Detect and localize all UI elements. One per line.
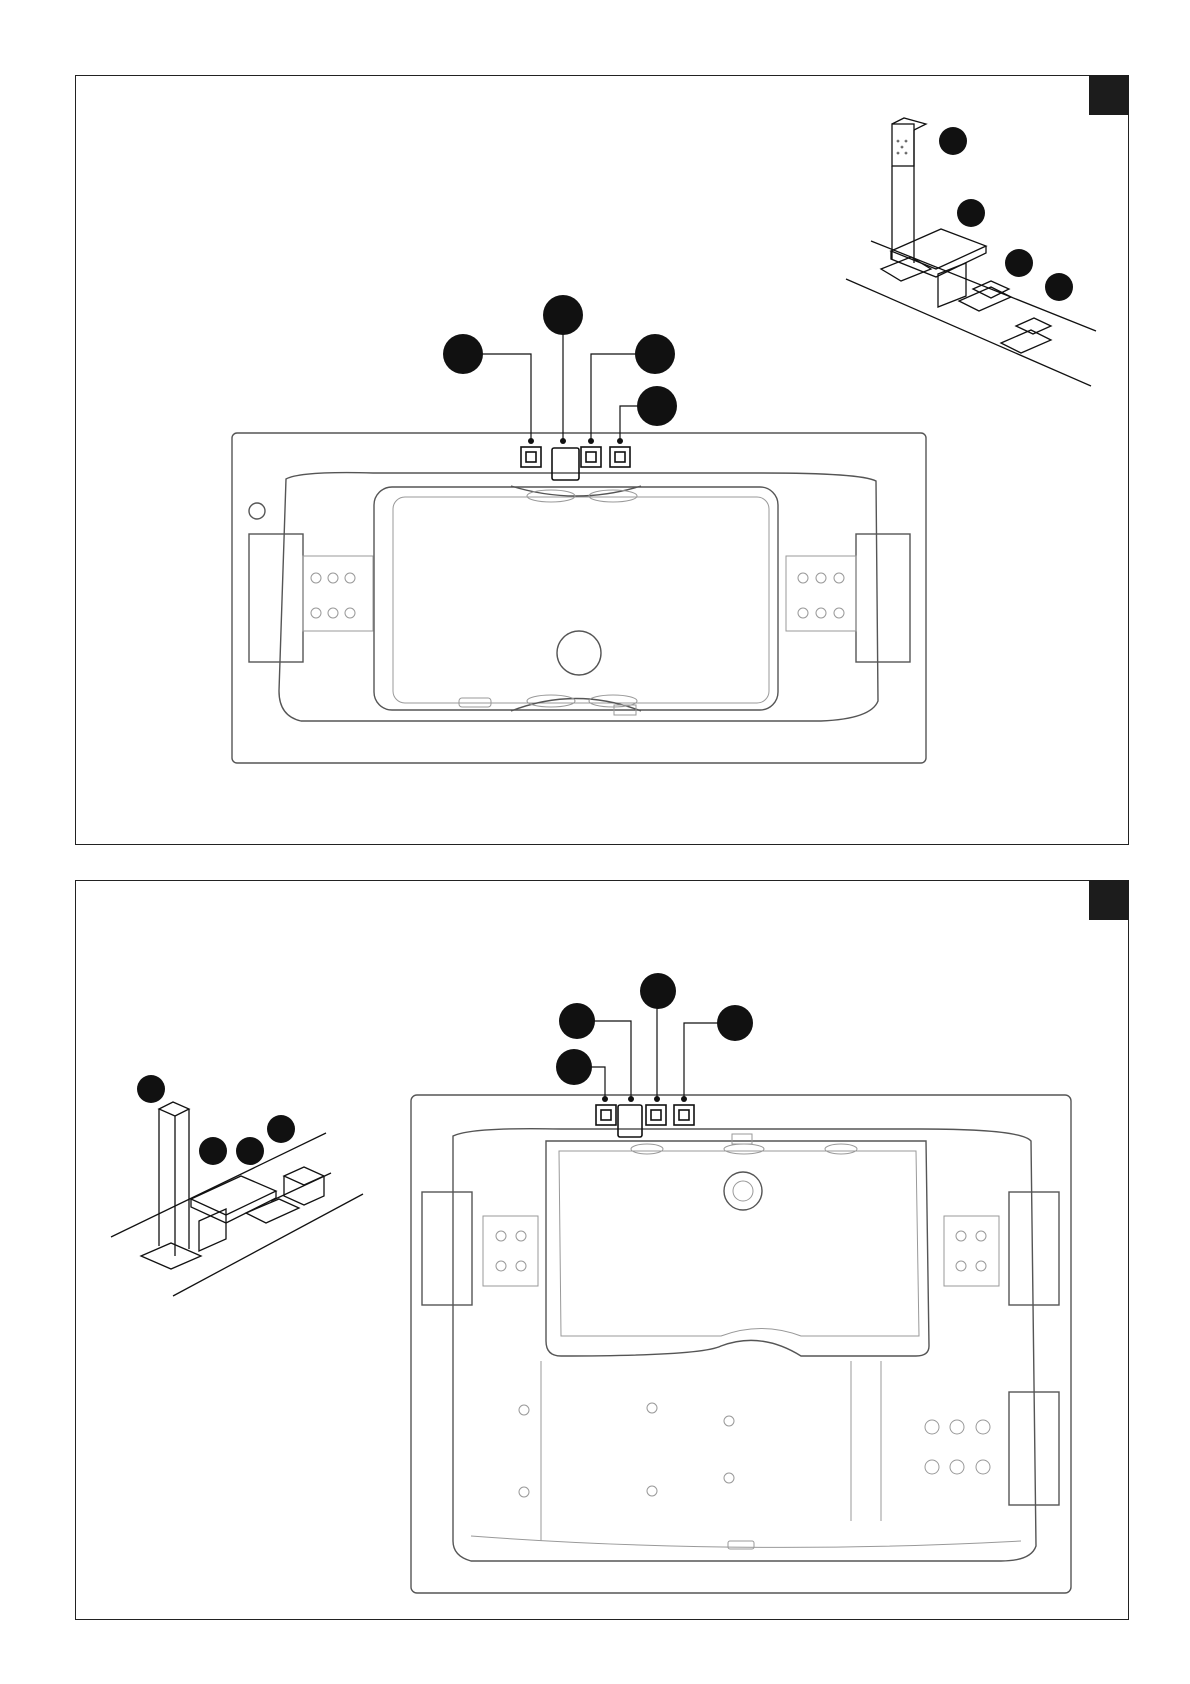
diagram-panel-top xyxy=(75,75,1129,845)
faucet-illustration-icon xyxy=(111,1102,363,1296)
rim-controls xyxy=(596,1105,694,1137)
tub-frame xyxy=(411,1095,1071,1593)
diagram-panel-bottom xyxy=(75,880,1129,1620)
jet-nozzle-icon xyxy=(311,573,844,618)
drain xyxy=(724,1172,762,1210)
drain xyxy=(557,631,601,675)
tub-body xyxy=(279,473,878,721)
pillow-left xyxy=(422,1192,472,1305)
tub-basin xyxy=(374,487,778,710)
rim-controls xyxy=(521,447,630,480)
pillow-right xyxy=(1009,1192,1059,1305)
bathtub-diagram-bottom xyxy=(76,881,1130,1621)
jet-nozzle-icon xyxy=(496,1231,990,1497)
pillow-left xyxy=(249,534,303,662)
faucet-illustration-icon xyxy=(846,118,1096,386)
callout-marker-icon xyxy=(556,973,753,1102)
tub-body xyxy=(453,1129,1036,1561)
bathtub-diagram-top xyxy=(76,76,1130,846)
pillow-right xyxy=(856,534,910,662)
callout-marker-icon xyxy=(443,295,677,444)
tub-frame xyxy=(232,433,926,763)
